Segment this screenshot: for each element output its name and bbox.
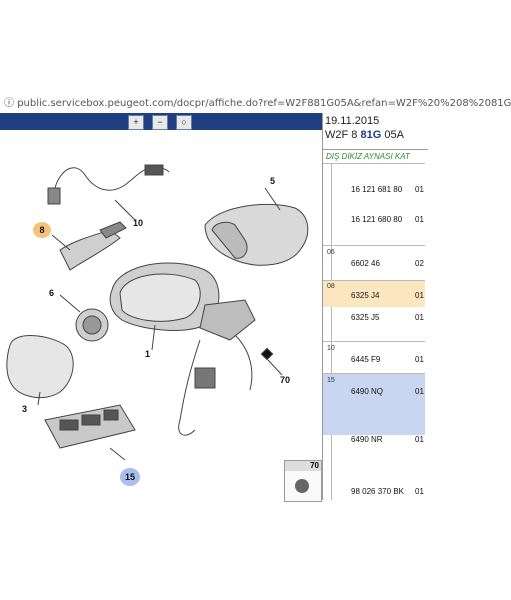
callout-10: 10 (133, 218, 144, 228)
row-sep (323, 280, 425, 281)
clip-thumb-icon (295, 479, 309, 493)
leader-3 (37, 391, 41, 406)
zoom-in-button[interactable]: + (128, 115, 144, 130)
callout-70: 70 (280, 375, 291, 385)
header-date: 19.11.2015 (325, 115, 380, 127)
part-qty: 01 (415, 291, 424, 300)
signal-bracket (99, 221, 127, 239)
parts-top-rule (323, 163, 425, 164)
address-bar[interactable]: ⓘ public.servicebox.peugeot.com/docpr/af… (0, 94, 511, 112)
cable-loom (178, 339, 201, 436)
callout-15: 15 (120, 468, 140, 486)
thumb-label: 70 (285, 461, 321, 471)
info-icon: ⓘ (4, 98, 14, 109)
clip-70 (260, 347, 274, 361)
address-text: public.servicebox.peugeot.com/docpr/affi… (17, 98, 511, 109)
cover-recess (211, 221, 248, 259)
part-index: 06 (327, 249, 335, 256)
callout-1: 1 (145, 349, 151, 359)
mirror-base (199, 299, 256, 341)
zoom-reset-button[interactable]: ○ (176, 115, 192, 130)
part-number[interactable]: 16 121 680 80 (351, 215, 403, 224)
leader-5 (264, 187, 281, 211)
code-bold: 81G (360, 129, 382, 141)
part-number[interactable]: 98 026 370 BK (351, 487, 404, 496)
callout-8: 8 (33, 222, 51, 238)
part-qty: 01 (415, 313, 424, 322)
part-number[interactable]: 6490 NR (351, 435, 383, 444)
motor-hub (82, 315, 102, 335)
section-title: DIŞ DİKİZ AYNASI KAT (322, 149, 428, 164)
part-number[interactable]: 16 121 681 80 (351, 185, 403, 194)
leader-8 (51, 234, 71, 251)
loom-branch (234, 334, 253, 391)
part-qty: 01 (415, 487, 424, 496)
row-sep (323, 341, 425, 342)
turn-signal-8 (59, 229, 121, 271)
part-qty: 01 (415, 435, 424, 444)
leader-10 (114, 199, 136, 221)
harness-clip (144, 164, 164, 176)
zoom-out-button[interactable]: − (152, 115, 168, 130)
leader-6 (59, 294, 81, 313)
diagram-svg (6, 164, 309, 461)
part-number[interactable]: 6490 NQ (351, 387, 384, 396)
part-qty: 01 (415, 215, 424, 224)
loom-connector (194, 367, 216, 389)
part-qty: 01 (415, 387, 424, 396)
part-number[interactable]: 6325 J4 (351, 291, 380, 300)
callout-3: 3 (22, 404, 28, 414)
callout-6: 6 (49, 288, 55, 298)
detail-thumbnail[interactable]: 70 (284, 460, 322, 502)
index-column (323, 163, 332, 500)
viewer-toolbar: + − ○ (0, 113, 322, 130)
wire-harness-10 (54, 167, 156, 191)
row-highlight-orange (323, 281, 425, 307)
part-number[interactable]: 6602 46 (351, 259, 380, 268)
harness-plug (47, 187, 61, 205)
parts-header: 19.11.2015 W2F 8 81G 05A (322, 113, 425, 149)
switch-button-c (103, 409, 119, 421)
part-index: 10 (327, 345, 335, 352)
leader-1 (151, 324, 156, 351)
housing-opening (119, 273, 201, 322)
code-prefix: W2F 8 (325, 129, 358, 141)
switch-button-a (59, 419, 79, 431)
row-sep (323, 245, 425, 246)
part-qty: 01 (415, 185, 424, 194)
switch-button-b (81, 414, 101, 426)
leader-70 (267, 359, 283, 376)
part-number[interactable]: 6445 F9 (351, 355, 381, 364)
part-index: 08 (327, 283, 335, 290)
exploded-diagram (0, 130, 322, 508)
code-suffix: 05A (384, 129, 404, 141)
mirror-glass-3 (6, 335, 74, 399)
leader-15 (109, 447, 126, 461)
header-code: W2F 8 81G 05A (325, 129, 404, 141)
part-index: 15 (327, 377, 335, 384)
window-switch-15 (44, 404, 136, 449)
row-highlight-blue (323, 374, 425, 435)
callout-5: 5 (270, 176, 276, 186)
zoom-reset-icon: ○ (181, 117, 187, 127)
part-qty: 02 (415, 259, 424, 268)
parts-list: 16 121 681 80 01 16 121 680 80 01 06 660… (322, 163, 425, 500)
row-sep (323, 373, 425, 374)
part-number[interactable]: 6325 J5 (351, 313, 380, 322)
part-qty: 01 (415, 355, 424, 364)
zoom-in-icon: + (133, 117, 139, 127)
zoom-out-icon: − (157, 117, 163, 127)
